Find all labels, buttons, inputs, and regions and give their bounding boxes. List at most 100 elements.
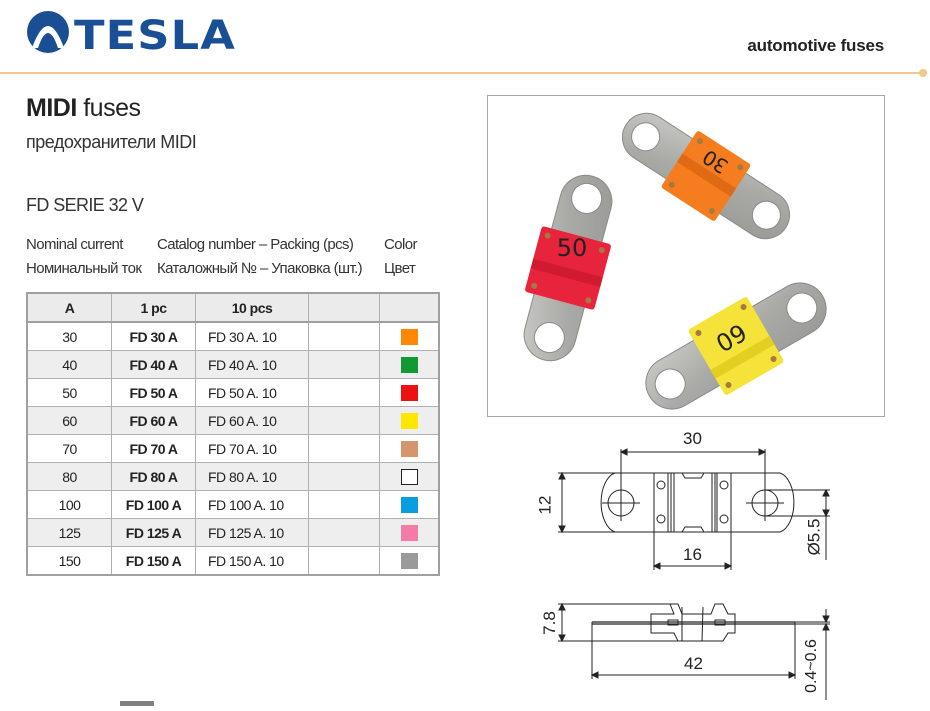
cell-one-pc: FD 50 A — [111, 378, 196, 407]
cell-color — [379, 462, 440, 491]
cell-empty — [308, 490, 380, 519]
cell-ten-pcs: FD 50 A. 10 — [195, 378, 309, 407]
dim-thickness: 7.8 — [539, 611, 559, 635]
color-swatch — [400, 329, 418, 346]
color-swatch — [400, 413, 418, 430]
cell-color — [379, 406, 440, 435]
fuse-photo-30: 30 — [621, 112, 791, 240]
cell-ten-pcs: FD 40 A. 10 — [195, 350, 309, 379]
cell-empty — [308, 518, 380, 547]
side-view-drawing: 7.8 42 0.4~0.6 — [530, 585, 840, 711]
color-swatch — [400, 525, 418, 542]
page-title: MIDI fuses — [26, 94, 141, 123]
header-one-pc: 1 pc — [111, 292, 196, 323]
dim-height: 12 — [535, 495, 555, 515]
table-header-row: A 1 pc 10 pcs — [26, 292, 440, 323]
cell-color — [379, 546, 440, 576]
brand-name: TESLA — [74, 13, 236, 54]
cell-empty — [308, 378, 380, 407]
cell-ten-pcs: FD 70 A. 10 — [195, 434, 309, 463]
legend-current-en: Nominal current — [26, 236, 123, 253]
dim-hole-diameter: Ø5.5 — [804, 518, 824, 556]
cell-current: 100 — [26, 490, 112, 519]
cell-one-pc: FD 40 A — [111, 350, 196, 379]
legend-color-en: Color — [384, 236, 417, 253]
legend-color-ru: Цвет — [384, 260, 416, 277]
cell-one-pc: FD 80 A — [111, 462, 196, 491]
section-label: automotive fuses — [747, 36, 884, 55]
color-swatch — [400, 357, 418, 374]
cell-ten-pcs: FD 125 A. 10 — [195, 518, 309, 547]
cell-one-pc: FD 70 A — [111, 434, 196, 463]
tesla-logo: TESLA — [26, 10, 238, 54]
cell-current: 60 — [26, 406, 112, 435]
legend-catalog-number: Catalog number – Packing (pcs) Каталожны… — [157, 233, 363, 281]
cell-ten-pcs: FD 30 A. 10 — [195, 321, 309, 351]
header-ten-pcs: 10 pcs — [195, 292, 309, 323]
page-subtitle: предохранители MIDI — [26, 132, 197, 152]
cell-empty — [308, 546, 380, 576]
color-swatch — [400, 441, 418, 458]
legend-current-ru: Номинальный ток — [26, 260, 142, 277]
color-swatch — [400, 497, 418, 514]
legend-nominal-current: Nominal current Номинальный ток — [26, 233, 142, 281]
dim-total-length: 42 — [684, 654, 703, 673]
title-light: fuses — [83, 94, 141, 122]
header-color — [379, 292, 440, 323]
legend-catalog-en: Catalog number – Packing (pcs) — [157, 236, 354, 253]
cell-empty — [308, 434, 380, 463]
cell-current: 30 — [26, 321, 112, 351]
cell-empty — [308, 350, 380, 379]
fuse-photo-60: 60 — [645, 282, 827, 410]
color-swatch — [400, 553, 418, 570]
dim-body-width: 16 — [683, 545, 702, 564]
cell-empty — [308, 406, 380, 435]
title-bold: MIDI — [26, 94, 77, 122]
product-photo: 30 50 60 — [487, 95, 885, 417]
series-label: FD SERIE 32 V — [26, 195, 144, 215]
cell-one-pc: FD 100 A — [111, 490, 196, 519]
cell-empty — [308, 321, 380, 351]
legend-color: Color Цвет — [384, 233, 417, 281]
cell-color — [379, 490, 440, 519]
footer-bar — [120, 701, 154, 706]
cell-one-pc: FD 30 A — [111, 321, 196, 351]
header-current: A — [26, 292, 112, 323]
top-view-drawing: 30 12 16 Ø5.5 — [530, 425, 840, 585]
dim-blade-thickness: 0.4~0.6 — [802, 639, 820, 693]
cell-one-pc: FD 60 A — [111, 406, 196, 435]
cell-current: 50 — [26, 378, 112, 407]
cell-color — [379, 378, 440, 407]
cell-current: 125 — [26, 518, 112, 547]
color-swatch — [400, 385, 418, 402]
cell-color — [379, 321, 440, 351]
cell-one-pc: FD 125 A — [111, 518, 196, 547]
cell-color — [379, 434, 440, 463]
header-divider — [0, 72, 922, 74]
cell-current: 40 — [26, 350, 112, 379]
legend-catalog-ru: Каталожный № – Упаковка (шт.) — [157, 260, 363, 277]
color-swatch — [400, 469, 418, 486]
fuse-photo-50 — [523, 174, 613, 362]
cell-ten-pcs: FD 150 A. 10 — [195, 546, 309, 576]
cell-one-pc: FD 150 A — [111, 546, 196, 576]
dim-hole-spacing: 30 — [683, 429, 702, 448]
cell-current: 150 — [26, 546, 112, 576]
cell-empty — [308, 462, 380, 491]
cell-ten-pcs: FD 60 A. 10 — [195, 406, 309, 435]
fuse-photo-50-label: 50 — [557, 234, 588, 262]
cell-color — [379, 350, 440, 379]
cell-ten-pcs: FD 100 A. 10 — [195, 490, 309, 519]
cell-color — [379, 518, 440, 547]
header-empty — [308, 292, 380, 323]
